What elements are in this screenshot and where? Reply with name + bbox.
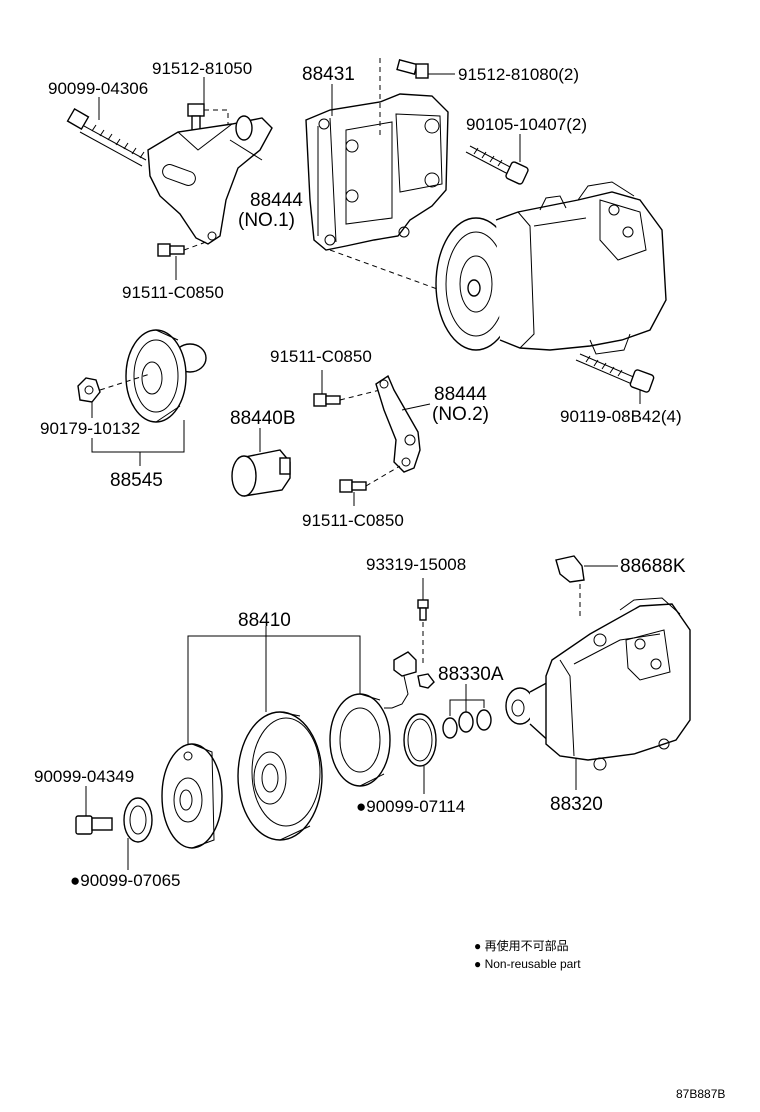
compressor-88320 (505, 597, 691, 771)
hub-88410 (161, 743, 223, 849)
legend-line-2: ● Non-reusable part (474, 957, 581, 971)
label-90099-07065: ●90099-07065 (70, 871, 180, 890)
label-88444-no1: 88444 (250, 190, 303, 211)
nut-90179-10132 (77, 377, 101, 403)
bracket-88431 (305, 93, 449, 251)
bolt-91511-c0850-c (339, 479, 367, 493)
bracket-88444-no1 (147, 115, 273, 245)
compressor-assembly-top (435, 181, 667, 355)
label-88431: 88431 (302, 64, 355, 85)
label-90105-10407: 90105-10407(2) (466, 115, 587, 134)
washers-88330a (442, 709, 492, 739)
label-88410: 88410 (238, 610, 291, 631)
cap-88440b (231, 449, 291, 497)
bracket-88444-no2 (375, 374, 421, 473)
bolt-91512-81080 (396, 58, 429, 79)
stator-coil-88410 (329, 693, 391, 787)
label-88444-no2-sub: (NO.2) (432, 404, 489, 425)
diagram-code: 87B887B (676, 1087, 725, 1101)
label-88330a: 88330A (438, 664, 504, 685)
bolt-90119-08b42 (575, 353, 655, 393)
label-91512-81050: 91512-81050 (152, 59, 252, 78)
label-88320: 88320 (550, 794, 603, 815)
label-91511-c0850-a: 91511-C0850 (122, 283, 224, 302)
bolt-90105-10407 (465, 145, 529, 185)
label-90099-07114: ●90099-07114 (356, 797, 465, 816)
label-88688k: 88688K (620, 556, 686, 577)
label-93319-15008: 93319-15008 (366, 555, 466, 574)
label-90179-10132: 90179-10132 (40, 419, 140, 438)
snap-ring-90099-07114 (403, 713, 437, 767)
label-88545: 88545 (110, 470, 163, 491)
label-90119-08b42: 90119-08B42(4) (560, 407, 682, 426)
pulley-88410 (237, 711, 323, 841)
idler-pulley-88545 (125, 329, 207, 423)
washer-90099-07065 (123, 797, 153, 843)
label-88444-no2: 88444 (434, 384, 487, 405)
bolt-90099-04349 (75, 815, 113, 835)
bolt-91511-c0850-b (313, 393, 341, 407)
label-90099-04306: 90099-04306 (48, 79, 148, 98)
label-91511-c0850-c: 91511-C0850 (302, 511, 404, 530)
bracket-88688k (555, 555, 585, 583)
bolt-93319-15008 (417, 599, 429, 621)
label-90099-04349: 90099-04349 (34, 767, 134, 786)
bolt-91511-c0850-a (157, 243, 185, 257)
label-88444-no1-sub: (NO.1) (238, 210, 295, 231)
label-91511-c0850-b: 91511-C0850 (270, 347, 372, 366)
bolt-90099-04306 (66, 107, 147, 167)
label-88440b: 88440B (230, 408, 296, 429)
coil-88330a-wire (384, 651, 435, 709)
legend-line-1: ● 再使用不可部品 (474, 938, 569, 953)
label-91512-81080: 91512-81080(2) (458, 65, 579, 84)
